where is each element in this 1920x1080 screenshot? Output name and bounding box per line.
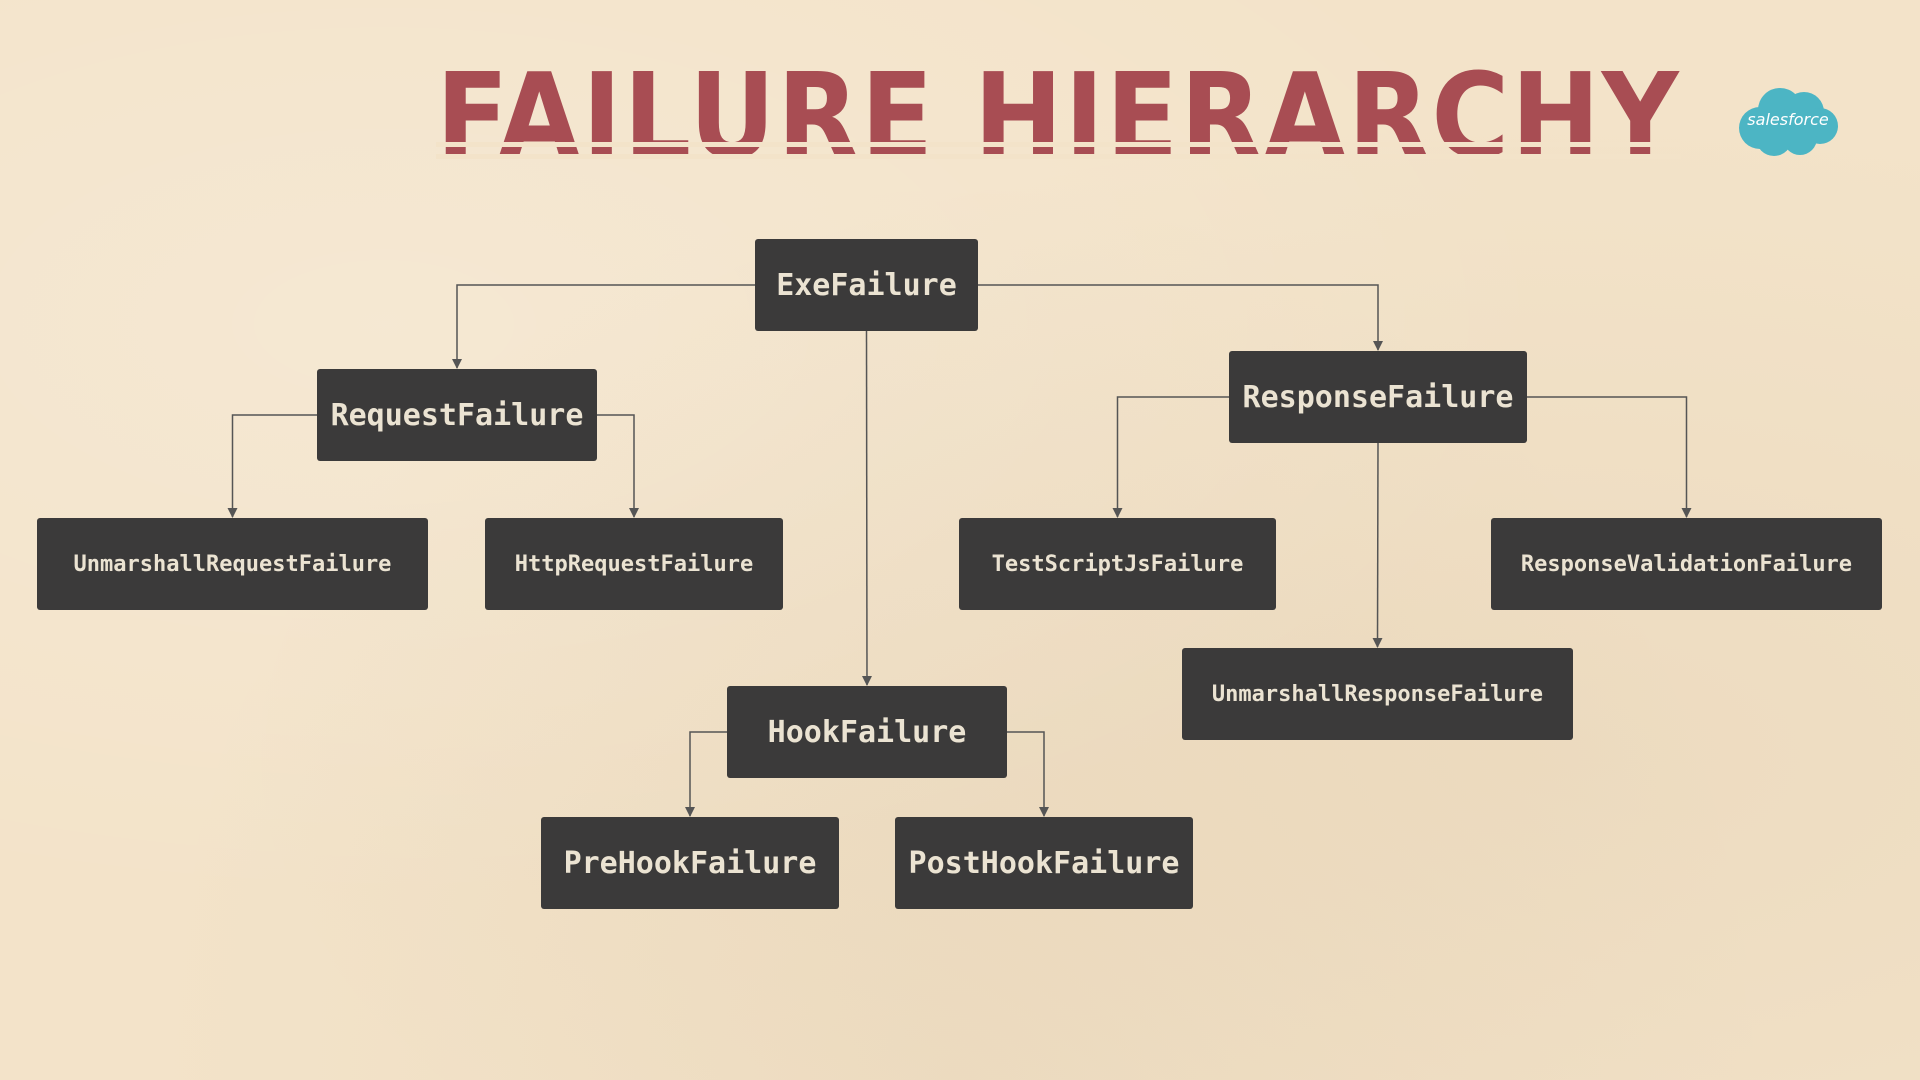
node-test-script-js-failure: TestScriptJsFailure: [959, 518, 1276, 610]
node-unmarshall-request-failure: UnmarshallRequestFailure: [37, 518, 428, 610]
node-response-validation-failure: ResponseValidationFailure: [1491, 518, 1882, 610]
connector-exe-to-hook: [861, 330, 872, 686]
connector-request-to-unmarshall_request: [227, 414, 317, 518]
node-http-request-failure: HttpRequestFailure: [485, 518, 783, 610]
title-stripe: [436, 142, 1681, 147]
node-unmarshall-response-failure: UnmarshallResponseFailure: [1182, 648, 1573, 740]
title-stripe: [436, 154, 1681, 159]
node-post-hook-failure: PostHookFailure: [895, 817, 1193, 909]
salesforce-logo: salesforce: [1736, 86, 1840, 160]
node-response-failure: ResponseFailure: [1229, 351, 1527, 443]
connector-hook-to-post_hook: [1007, 731, 1049, 817]
connector-response-to-response_validation: [1527, 396, 1692, 518]
cloud-icon: [1739, 88, 1838, 156]
logo-text: salesforce: [1747, 110, 1829, 129]
node-hook-failure: HookFailure: [727, 686, 1007, 778]
connector-response-to-test_script_js: [1112, 396, 1229, 518]
connector-exe-to-request: [452, 284, 755, 369]
connector-request-to-http_request: [597, 414, 639, 518]
connector-response-to-unmarshall_response: [1372, 442, 1383, 648]
node-pre-hook-failure: PreHookFailure: [541, 817, 839, 909]
node-request-failure: RequestFailure: [317, 369, 597, 461]
connector-exe-to-response: [978, 284, 1383, 351]
page-title: FAILURE HIERARCHY: [436, 47, 1681, 185]
node-exe-failure: ExeFailure: [755, 239, 978, 331]
connector-hook-to-pre_hook: [685, 731, 727, 817]
